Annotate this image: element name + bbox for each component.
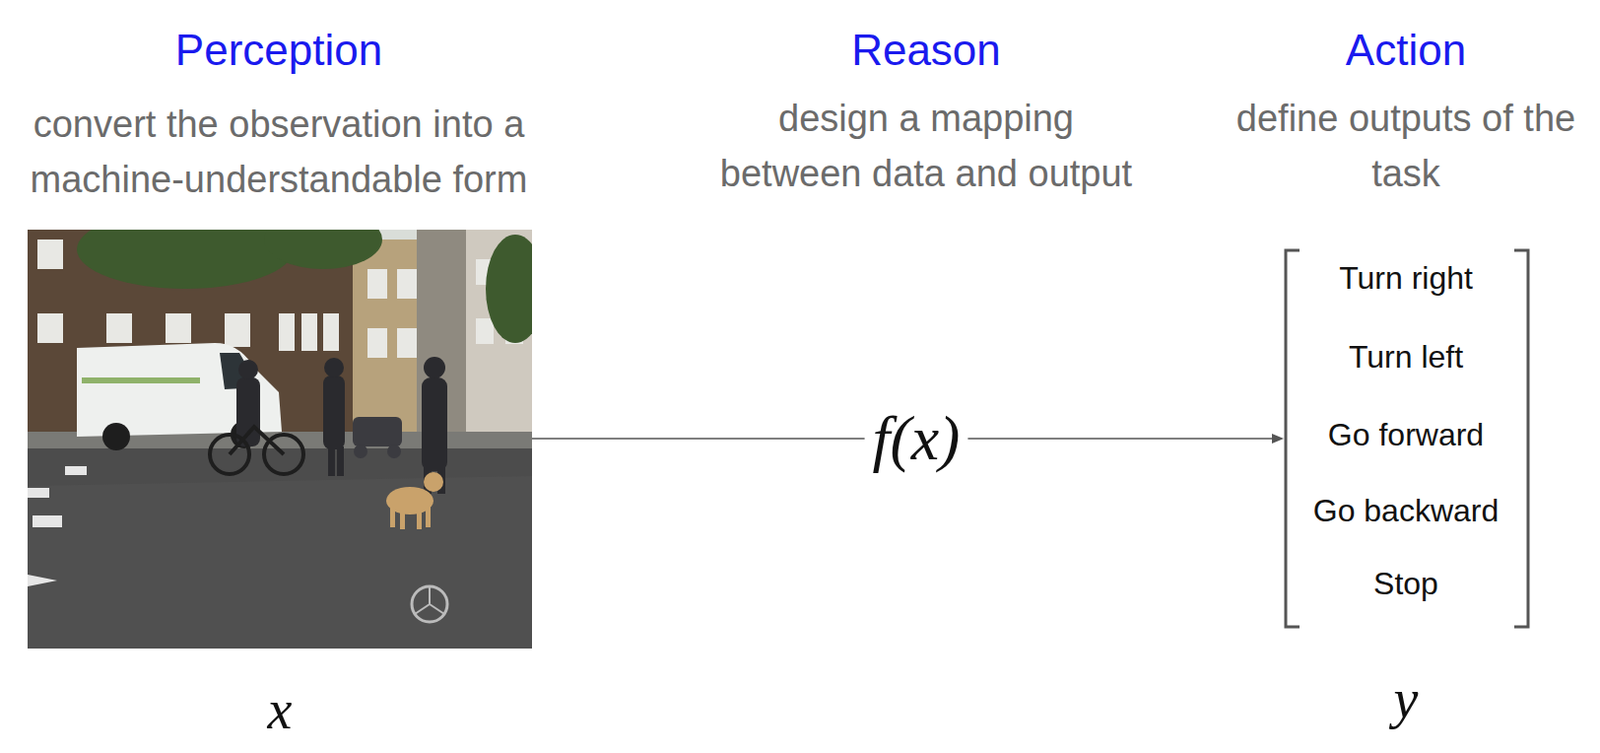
column-subtitle: define outputs of the task bbox=[1218, 90, 1594, 201]
action-item: Go forward bbox=[1283, 416, 1529, 453]
column-heading: Reason bbox=[709, 25, 1143, 75]
action-item: Turn left bbox=[1283, 338, 1529, 375]
connector bbox=[532, 438, 866, 440]
action-list: Turn rightTurn left Go forward Go backward… bbox=[1283, 248, 1529, 732]
connector bbox=[967, 433, 1284, 444]
action-item: Turn right bbox=[1283, 260, 1529, 296]
output-variable: y bbox=[1283, 668, 1529, 729]
column-subtitle: design a mapping between data and output bbox=[709, 90, 1143, 201]
action-item: Stop bbox=[1283, 565, 1529, 601]
photo-input: x bbox=[27, 229, 533, 752]
street-photo bbox=[27, 229, 533, 649]
column-heading: Perception bbox=[2, 25, 555, 75]
action-item: Go backward bbox=[1283, 492, 1529, 529]
function-label: f(x) bbox=[865, 398, 969, 479]
column-heading: Action bbox=[1218, 25, 1594, 75]
column-subtitle: convert the observation into a machine-u… bbox=[17, 96, 540, 207]
mapping-function: f(x) bbox=[865, 398, 969, 479]
input-variable: x bbox=[27, 679, 533, 739]
